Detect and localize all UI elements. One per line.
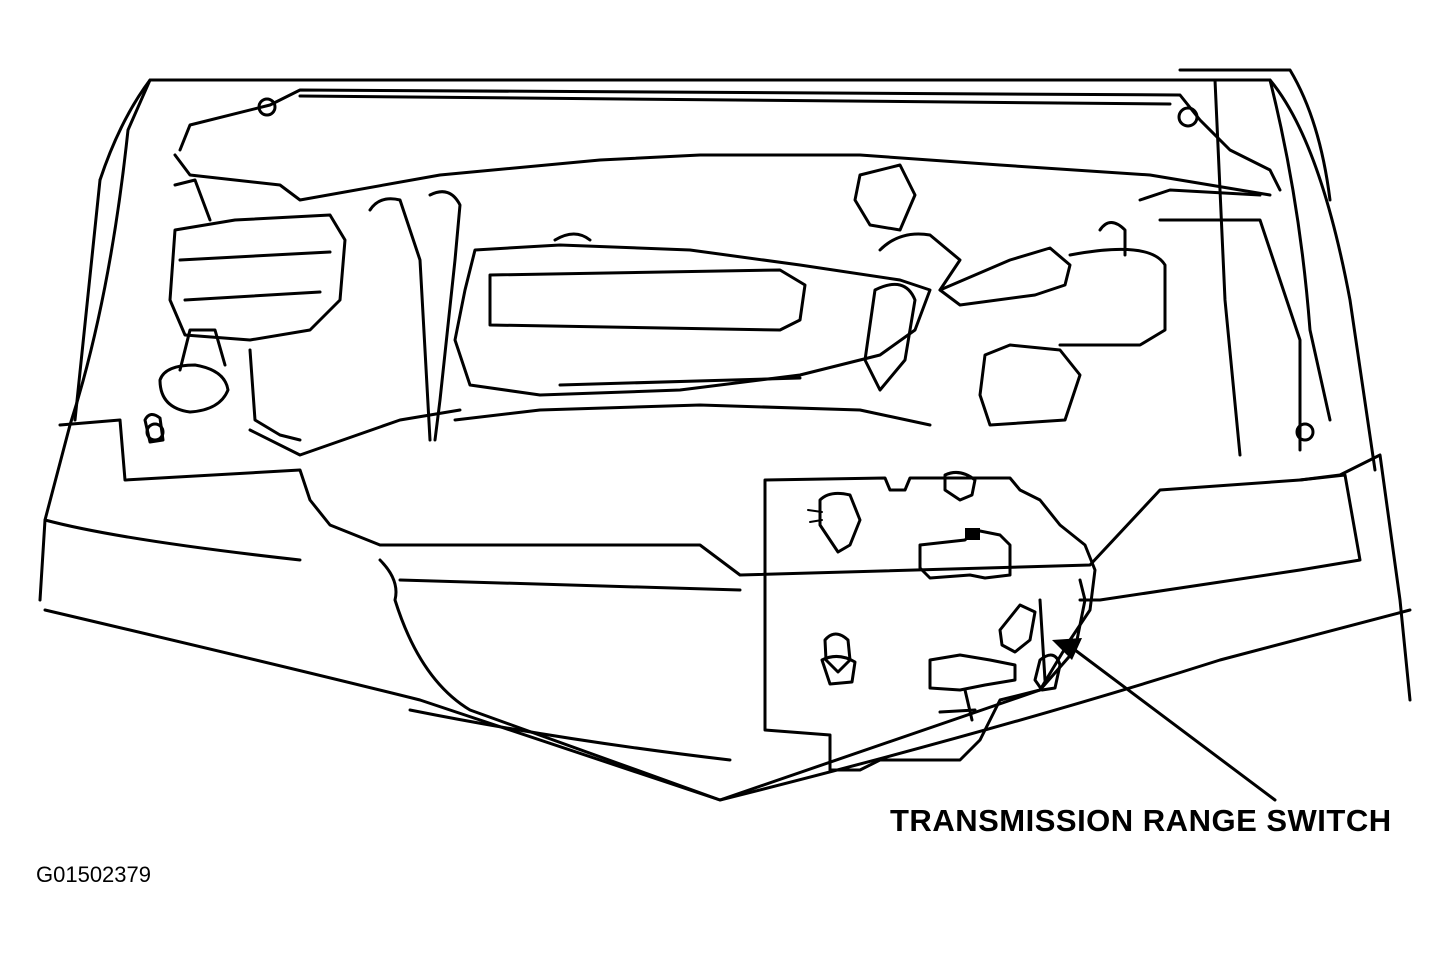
callout-arrow xyxy=(1052,638,1277,802)
transmission-detail-inset xyxy=(763,470,1097,772)
vehicle-body-outline xyxy=(38,68,1412,802)
engine-cover xyxy=(368,190,932,442)
front-grille xyxy=(378,558,1087,802)
transmission-range-switch-label: TRANSMISSION RANGE SWITCH xyxy=(890,803,1392,838)
figure-id: G01502379 xyxy=(36,862,151,887)
left-side-components xyxy=(143,178,462,457)
intake-and-air-box xyxy=(145,78,1315,457)
cowl-panel xyxy=(173,88,1282,202)
